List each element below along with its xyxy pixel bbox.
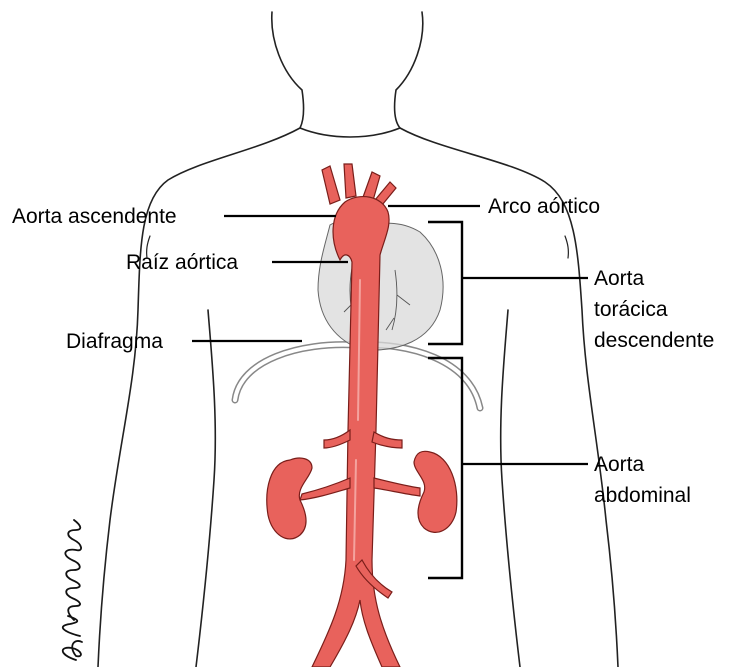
label-aorta-toracica-1: Aorta: [594, 267, 645, 290]
label-aorta-abdominal-1: Aorta: [594, 453, 645, 476]
label-aorta-toracica-2: torácica: [594, 298, 668, 321]
label-raiz-aortica: Raíz aórtica: [126, 251, 238, 274]
label-aorta-abdominal-2: abdominal: [594, 484, 691, 507]
label-aorta-ascendente: Aorta ascendente: [12, 205, 177, 228]
label-aorta-toracica-3: descendente: [594, 329, 714, 352]
label-diafragma: Diafragma: [66, 330, 163, 353]
label-arco-aortico: Arco aórtico: [488, 195, 600, 218]
artist-signature: [63, 520, 82, 660]
